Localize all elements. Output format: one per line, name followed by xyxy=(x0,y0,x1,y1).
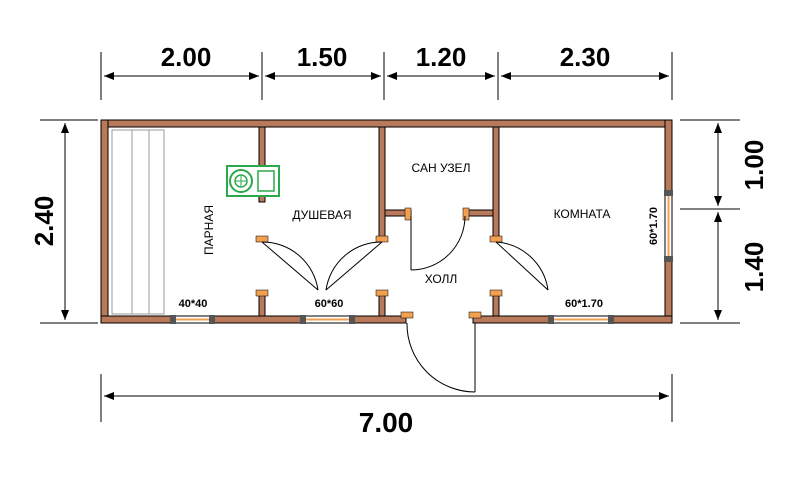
window-room-bottom xyxy=(548,315,614,324)
right-dimension-chain xyxy=(680,119,740,324)
left-dimension xyxy=(40,119,98,324)
room-label-steam: ПАРНАЯ xyxy=(202,205,216,255)
room-label-room: КОМНАТА xyxy=(554,207,611,221)
door-posts xyxy=(255,207,503,319)
windows xyxy=(170,190,673,324)
door-room-hall xyxy=(495,241,549,291)
door-shower-hall xyxy=(325,241,383,291)
dim-right-bottom: 1.40 xyxy=(739,242,769,293)
walls xyxy=(100,119,673,324)
bottom-dimension xyxy=(100,374,673,422)
room-label-shower: ДУШЕВАЯ xyxy=(292,208,351,222)
room-label-wc: САН УЗЕЛ xyxy=(412,161,471,175)
window-label-room-bottom: 60*1.70 xyxy=(565,298,603,310)
window-room-right xyxy=(664,190,673,262)
window-label-room-right: 60*1.70 xyxy=(648,207,660,245)
room-label-hall: ХОЛЛ xyxy=(425,272,458,286)
dim-right-top: 1.00 xyxy=(739,140,769,191)
window-steam xyxy=(170,315,215,324)
top-dimension-chain xyxy=(100,52,673,100)
window-label-steam: 40*40 xyxy=(179,298,208,310)
window-shower xyxy=(300,315,355,324)
doors xyxy=(261,215,549,393)
dim-bottom-total: 7.00 xyxy=(359,407,414,438)
dim-top-wc: 1.20 xyxy=(416,42,467,72)
door-wc-hall xyxy=(410,215,466,271)
dim-top-steam: 2.00 xyxy=(161,42,212,72)
dim-top-room: 2.30 xyxy=(560,42,611,72)
dim-top-shower: 1.50 xyxy=(297,42,348,72)
dim-left-height: 2.40 xyxy=(29,196,59,247)
window-label-shower: 60*60 xyxy=(315,298,344,310)
stove-icon xyxy=(226,165,280,197)
door-steam-shower xyxy=(261,241,319,291)
door-entrance xyxy=(406,322,476,393)
steam-benches xyxy=(111,129,165,315)
